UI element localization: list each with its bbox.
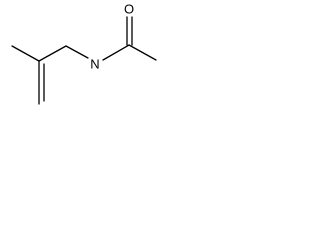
structure-diagram: N O: [11, 2, 157, 105]
bond-methyl-to-alkene-carbon: [11, 45, 40, 62]
bond-carbonyl-to-methyl: [128, 44, 157, 61]
bond-nitrogen-to-carbonyl-carbon: [102, 44, 130, 61]
atom-label-nitrogen: N: [90, 57, 99, 72]
bond-ch2-to-nitrogen: [65, 45, 89, 59]
bond-alkene-carbon-to-ch2: [38, 45, 67, 62]
atom-label-oxygen: O: [124, 2, 134, 17]
